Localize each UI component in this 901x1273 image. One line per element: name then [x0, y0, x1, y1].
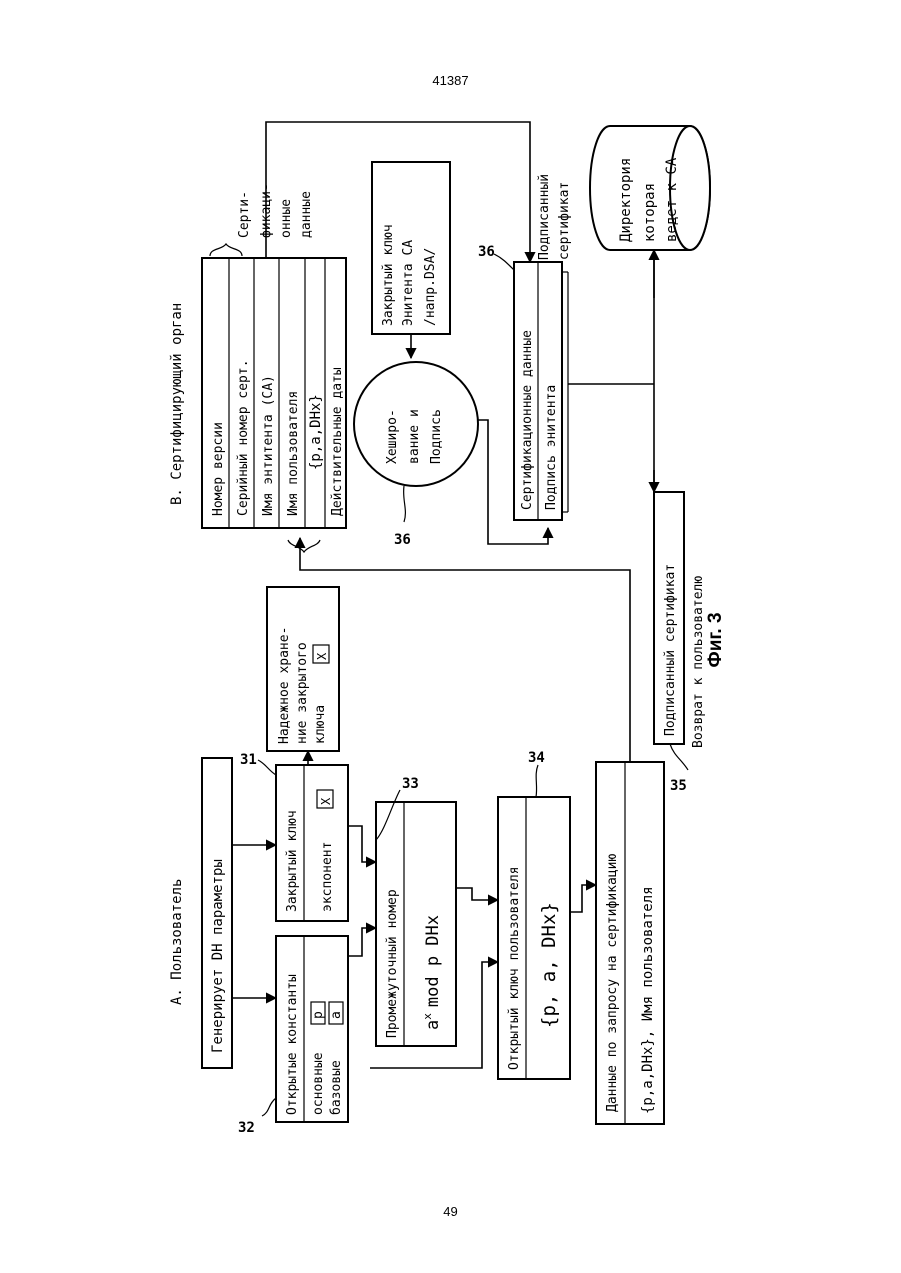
arrow-intermediate-to-public-key	[456, 888, 498, 900]
returned-cert-label: Подписанный сертификат	[663, 564, 678, 736]
ref-32-leader	[262, 1098, 276, 1116]
signed-side-label-1: Подписанный	[537, 174, 552, 260]
public-constants-row2: базовые	[329, 1060, 344, 1115]
cert-brace-label-4: данные	[299, 191, 314, 238]
formula-exponent: x	[421, 1013, 434, 1020]
ref-34-leader	[536, 765, 538, 797]
cert-brace-label-2: фикаци-	[259, 183, 274, 238]
ca-key-line2: Энитента CA	[401, 240, 416, 326]
cert-row-serial: Серийный номер серт.	[236, 359, 251, 516]
directory-line1: Директория	[618, 158, 634, 242]
ref-34: 34	[528, 750, 545, 766]
page-number-bottom: 49	[0, 1204, 901, 1219]
secure-storage-line2: ние закрытого	[295, 642, 310, 744]
cert-row-user: Имя пользователя	[286, 391, 301, 516]
arrow-private-key-to-intermediate	[348, 826, 376, 862]
ref-32: 32	[238, 1120, 255, 1136]
generate-dh-label: Генерирует DH параметры	[210, 859, 226, 1053]
secure-storage-line1: Надежное хране-	[277, 627, 292, 744]
user-public-key-value: {p, a, DHx}	[538, 902, 560, 1028]
hash-sign-circle: Хеширо- вание и Подпись	[354, 362, 478, 486]
secure-storage-box: Надежное хране- ние закрытого ключа X	[267, 587, 339, 751]
private-key-row: экспонент	[320, 842, 335, 912]
secure-storage-line3: ключа	[313, 705, 328, 744]
returned-certificate-box: Подписанный сертификат	[654, 492, 684, 744]
certification-request-box: Данные по запросу на сертификацию {p,a,D…	[596, 762, 664, 1124]
p-cell-label: p	[311, 1011, 326, 1019]
public-constants-box: Открытые константы основные базовые p a	[276, 936, 348, 1122]
signed-output-box: Сертификационные данные Подпись энитента	[514, 262, 568, 520]
section-a-title: A. Пользователь	[169, 879, 185, 1005]
cert-bottom-brace	[288, 540, 320, 552]
private-key-x-label: X	[319, 797, 333, 805]
ref-31-leader	[258, 760, 276, 775]
ref-33: 33	[402, 776, 419, 792]
signed-side-label-2: сертификат	[557, 182, 572, 260]
ca-key-line3: /напр.DSA/	[423, 248, 438, 326]
hash-line2: вание и	[407, 409, 422, 464]
ca-private-key-box: Закрытый ключ Энитента CA /напр.DSA/	[372, 162, 450, 334]
ref-36-signed-leader	[494, 254, 514, 270]
cert-brace-label-1: Серти-	[237, 191, 252, 238]
private-key-header: Закрытый ключ	[285, 810, 300, 912]
public-constants-header: Открытые константы	[285, 974, 300, 1115]
request-value: {p,a,DHx}, Имя пользователя	[640, 886, 656, 1114]
intermediate-header: Промежуточный номер	[385, 889, 400, 1038]
signed-row-cert-data: Сертификационные данные	[520, 330, 535, 510]
arrow-public-key-to-request	[570, 885, 596, 912]
arrow-request-to-certificate	[300, 538, 630, 762]
directory-line2: которая	[642, 183, 658, 242]
request-header: Данные по запросу на сертификацию	[605, 854, 620, 1112]
user-public-key-box: Открытый ключ пользователя {p, a, DHx}	[498, 797, 570, 1079]
hash-line1: Хеширо-	[385, 409, 400, 464]
cert-row-dates: Действительные даты	[330, 367, 345, 516]
ref-35-leader	[670, 744, 688, 770]
arrow-constants-to-intermediate	[348, 928, 376, 956]
public-constants-row1: основные	[311, 1052, 326, 1115]
section-b-title: B. Сертифицирующий орган	[169, 303, 185, 505]
returned-cert-caption: Возврат к пользователю	[691, 576, 706, 748]
ref-36-hash-leader	[404, 486, 406, 522]
storage-x-label: X	[315, 652, 329, 660]
ca-key-line1: Закрытый ключ	[381, 224, 396, 326]
signed-row-signature: Подпись энитента	[544, 385, 559, 510]
cert-row-key: {p,a,DHx}	[308, 394, 324, 470]
ref-31: 31	[240, 752, 257, 768]
user-public-key-header: Открытый ключ пользователя	[507, 867, 522, 1071]
cert-row-version: Номер версии	[211, 422, 226, 516]
directory-cylinder: Директория которая ведет к CA	[590, 126, 710, 250]
a-cell-label: a	[329, 1011, 344, 1019]
private-key-box: Закрытый ключ экспонент X	[276, 765, 348, 921]
formula-rest: mod p DHx	[423, 915, 443, 1007]
formula-base: a	[423, 1020, 443, 1030]
intermediate-number-box: Промежуточный номер ax mod p DHx	[376, 802, 456, 1046]
ref-35: 35	[670, 778, 687, 794]
cert-data-brace	[210, 244, 242, 256]
cert-row-issuer: Имя энтитента (CA)	[261, 375, 276, 516]
figure-caption: Фиг. 3	[705, 612, 727, 667]
ref-36-hash: 36	[394, 532, 411, 548]
certificate-fields-table: Номер версии Серийный номер серт. Имя эн…	[202, 258, 346, 528]
ref-36-signed: 36	[478, 244, 495, 260]
generate-dh-box: Генерирует DH параметры	[202, 758, 232, 1068]
cert-brace-label-3: онные	[279, 199, 294, 238]
directory-line3: ведет к CA	[664, 157, 680, 242]
hash-line3: Подпись	[429, 409, 444, 464]
